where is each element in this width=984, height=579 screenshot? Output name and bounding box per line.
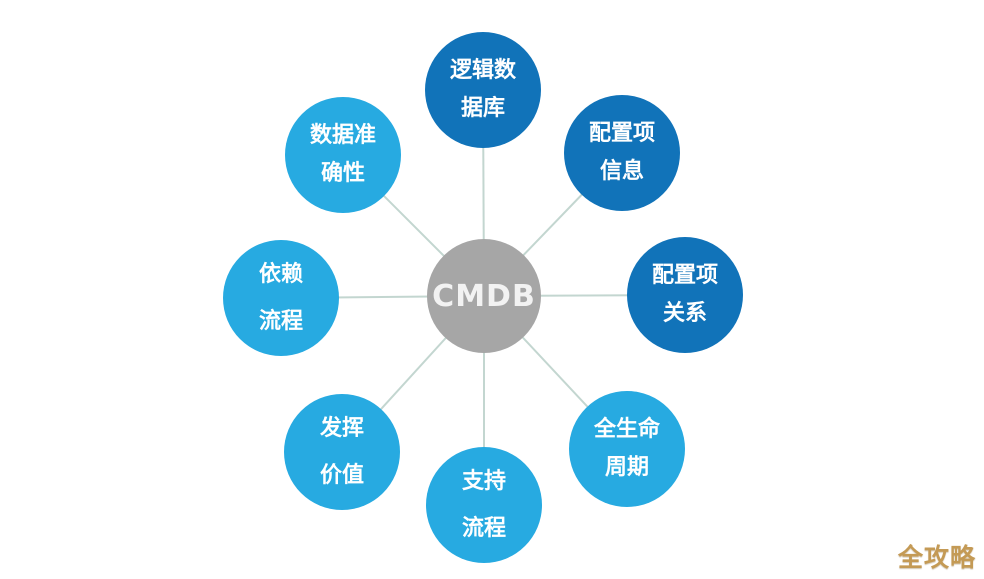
node-label-line: 流程 — [258, 309, 303, 334]
node-label-line: 据库 — [460, 96, 505, 121]
node-label-line: 支持 — [461, 468, 506, 494]
node-configuration-item-info: 配置项 信息 — [564, 95, 680, 211]
node-configuration-item-relations: 配置项 关系 — [627, 237, 743, 353]
node-dependency-process: 依赖 流程 — [223, 240, 339, 356]
node-full-lifecycle: 全生命 周期 — [569, 391, 685, 507]
node-label-line: 流程 — [461, 516, 506, 541]
node-label-line: 发挥 — [319, 415, 364, 441]
node-label-line: 全生命 — [593, 416, 660, 442]
node-label-line: 关系 — [662, 301, 707, 326]
node-label-line: 数据准 — [309, 122, 376, 148]
node-label-line: 周期 — [604, 455, 649, 480]
center-node-label: CMDB — [432, 278, 536, 314]
node-label-line: 价值 — [319, 463, 364, 488]
node-logical-database: 逻辑数 据库 — [425, 32, 541, 148]
node-label-line: 确性 — [320, 161, 365, 186]
node-data-accuracy: 数据准 确性 — [285, 97, 401, 213]
center-node-cmdb: CMDB — [427, 239, 541, 353]
node-label-line: 逻辑数 — [449, 57, 516, 83]
node-label-line: 配置项 — [651, 262, 718, 288]
node-label-line: 依赖 — [258, 261, 303, 287]
watermark: 全攻略 — [897, 543, 976, 572]
node-label-line: 配置项 — [588, 120, 655, 146]
node-label-line: 信息 — [599, 159, 644, 184]
node-support-process: 支持 流程 — [426, 447, 542, 563]
node-deliver-value: 发挥 价值 — [284, 394, 400, 510]
